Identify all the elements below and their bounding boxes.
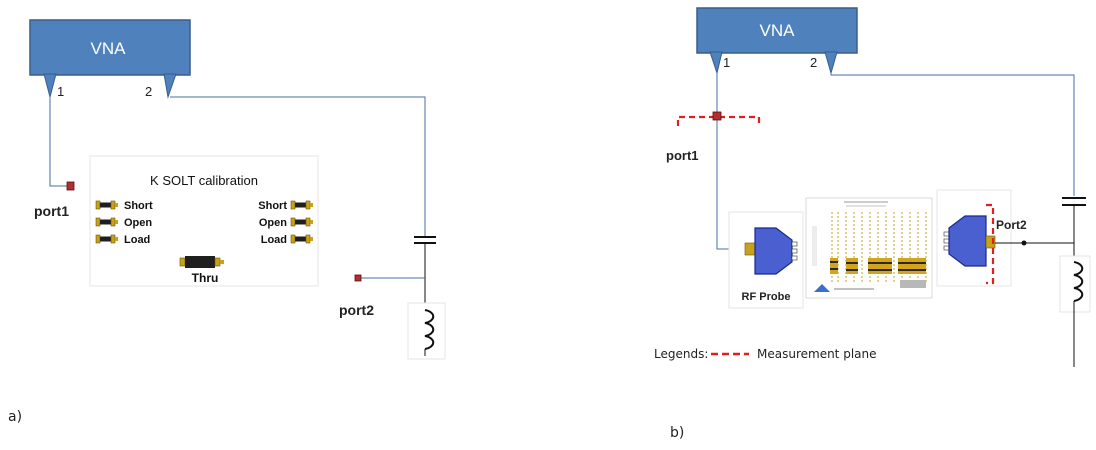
rf-probe-left: RF Probe xyxy=(729,212,803,308)
std-right-short: Short xyxy=(258,200,287,212)
port-number-2-b: 2 xyxy=(810,55,817,70)
std-left-short: Short xyxy=(124,200,153,212)
caption-b: b) xyxy=(670,425,684,441)
port2-terminal-a xyxy=(355,275,361,281)
std-left-load: Load xyxy=(124,234,150,246)
port-number-1-a: 1 xyxy=(57,84,64,99)
panel-b: VNA 1 2 port1 RF Probe xyxy=(654,8,1090,441)
inductor-b xyxy=(1060,256,1090,312)
port1-terminal-b xyxy=(713,112,721,120)
legend: Legends: Measurement plane xyxy=(654,347,877,361)
vna-label-b: VNA xyxy=(760,21,796,40)
thru-connector xyxy=(180,256,224,268)
port1-label-a: port1 xyxy=(34,203,69,219)
dut-substrate-image xyxy=(806,198,932,298)
std-left-open: Open xyxy=(124,217,152,229)
inductor-a xyxy=(408,303,445,359)
port-number-2-a: 2 xyxy=(145,84,152,99)
port1-wire-a xyxy=(50,97,70,186)
legend-prefix: Legends: xyxy=(654,347,708,361)
std-right-load: Load xyxy=(261,234,287,246)
vna-label-a: VNA xyxy=(91,39,127,58)
port2-wire-b xyxy=(831,73,1074,196)
rf-probe-label: RF Probe xyxy=(742,291,791,303)
capacitor-b xyxy=(1062,198,1086,205)
cal-kit-box: K SOLT calibration Short Open Load Short… xyxy=(90,156,318,286)
capacitor-a xyxy=(414,237,436,243)
port2-node-dot xyxy=(1022,241,1027,246)
thru-label: Thru xyxy=(192,271,219,285)
cal-title: K SOLT calibration xyxy=(150,173,258,188)
port2-label-a: port2 xyxy=(339,302,374,318)
rf-probe-right xyxy=(937,190,1011,286)
vna-box-b: VNA xyxy=(697,8,857,73)
caption-a: a) xyxy=(8,409,22,425)
port2-label-b: Port2 xyxy=(996,218,1027,232)
std-right-open: Open xyxy=(259,217,287,229)
port-number-1-b: 1 xyxy=(723,55,730,70)
vna-box-a: VNA xyxy=(30,20,190,97)
panel-a: VNA 1 2 port1 K SOLT calibration Short O… xyxy=(8,20,445,425)
port1-terminal-a xyxy=(67,182,74,190)
legend-item-measurement-plane: Measurement plane xyxy=(757,347,877,361)
port1-label-b: port1 xyxy=(666,148,699,163)
